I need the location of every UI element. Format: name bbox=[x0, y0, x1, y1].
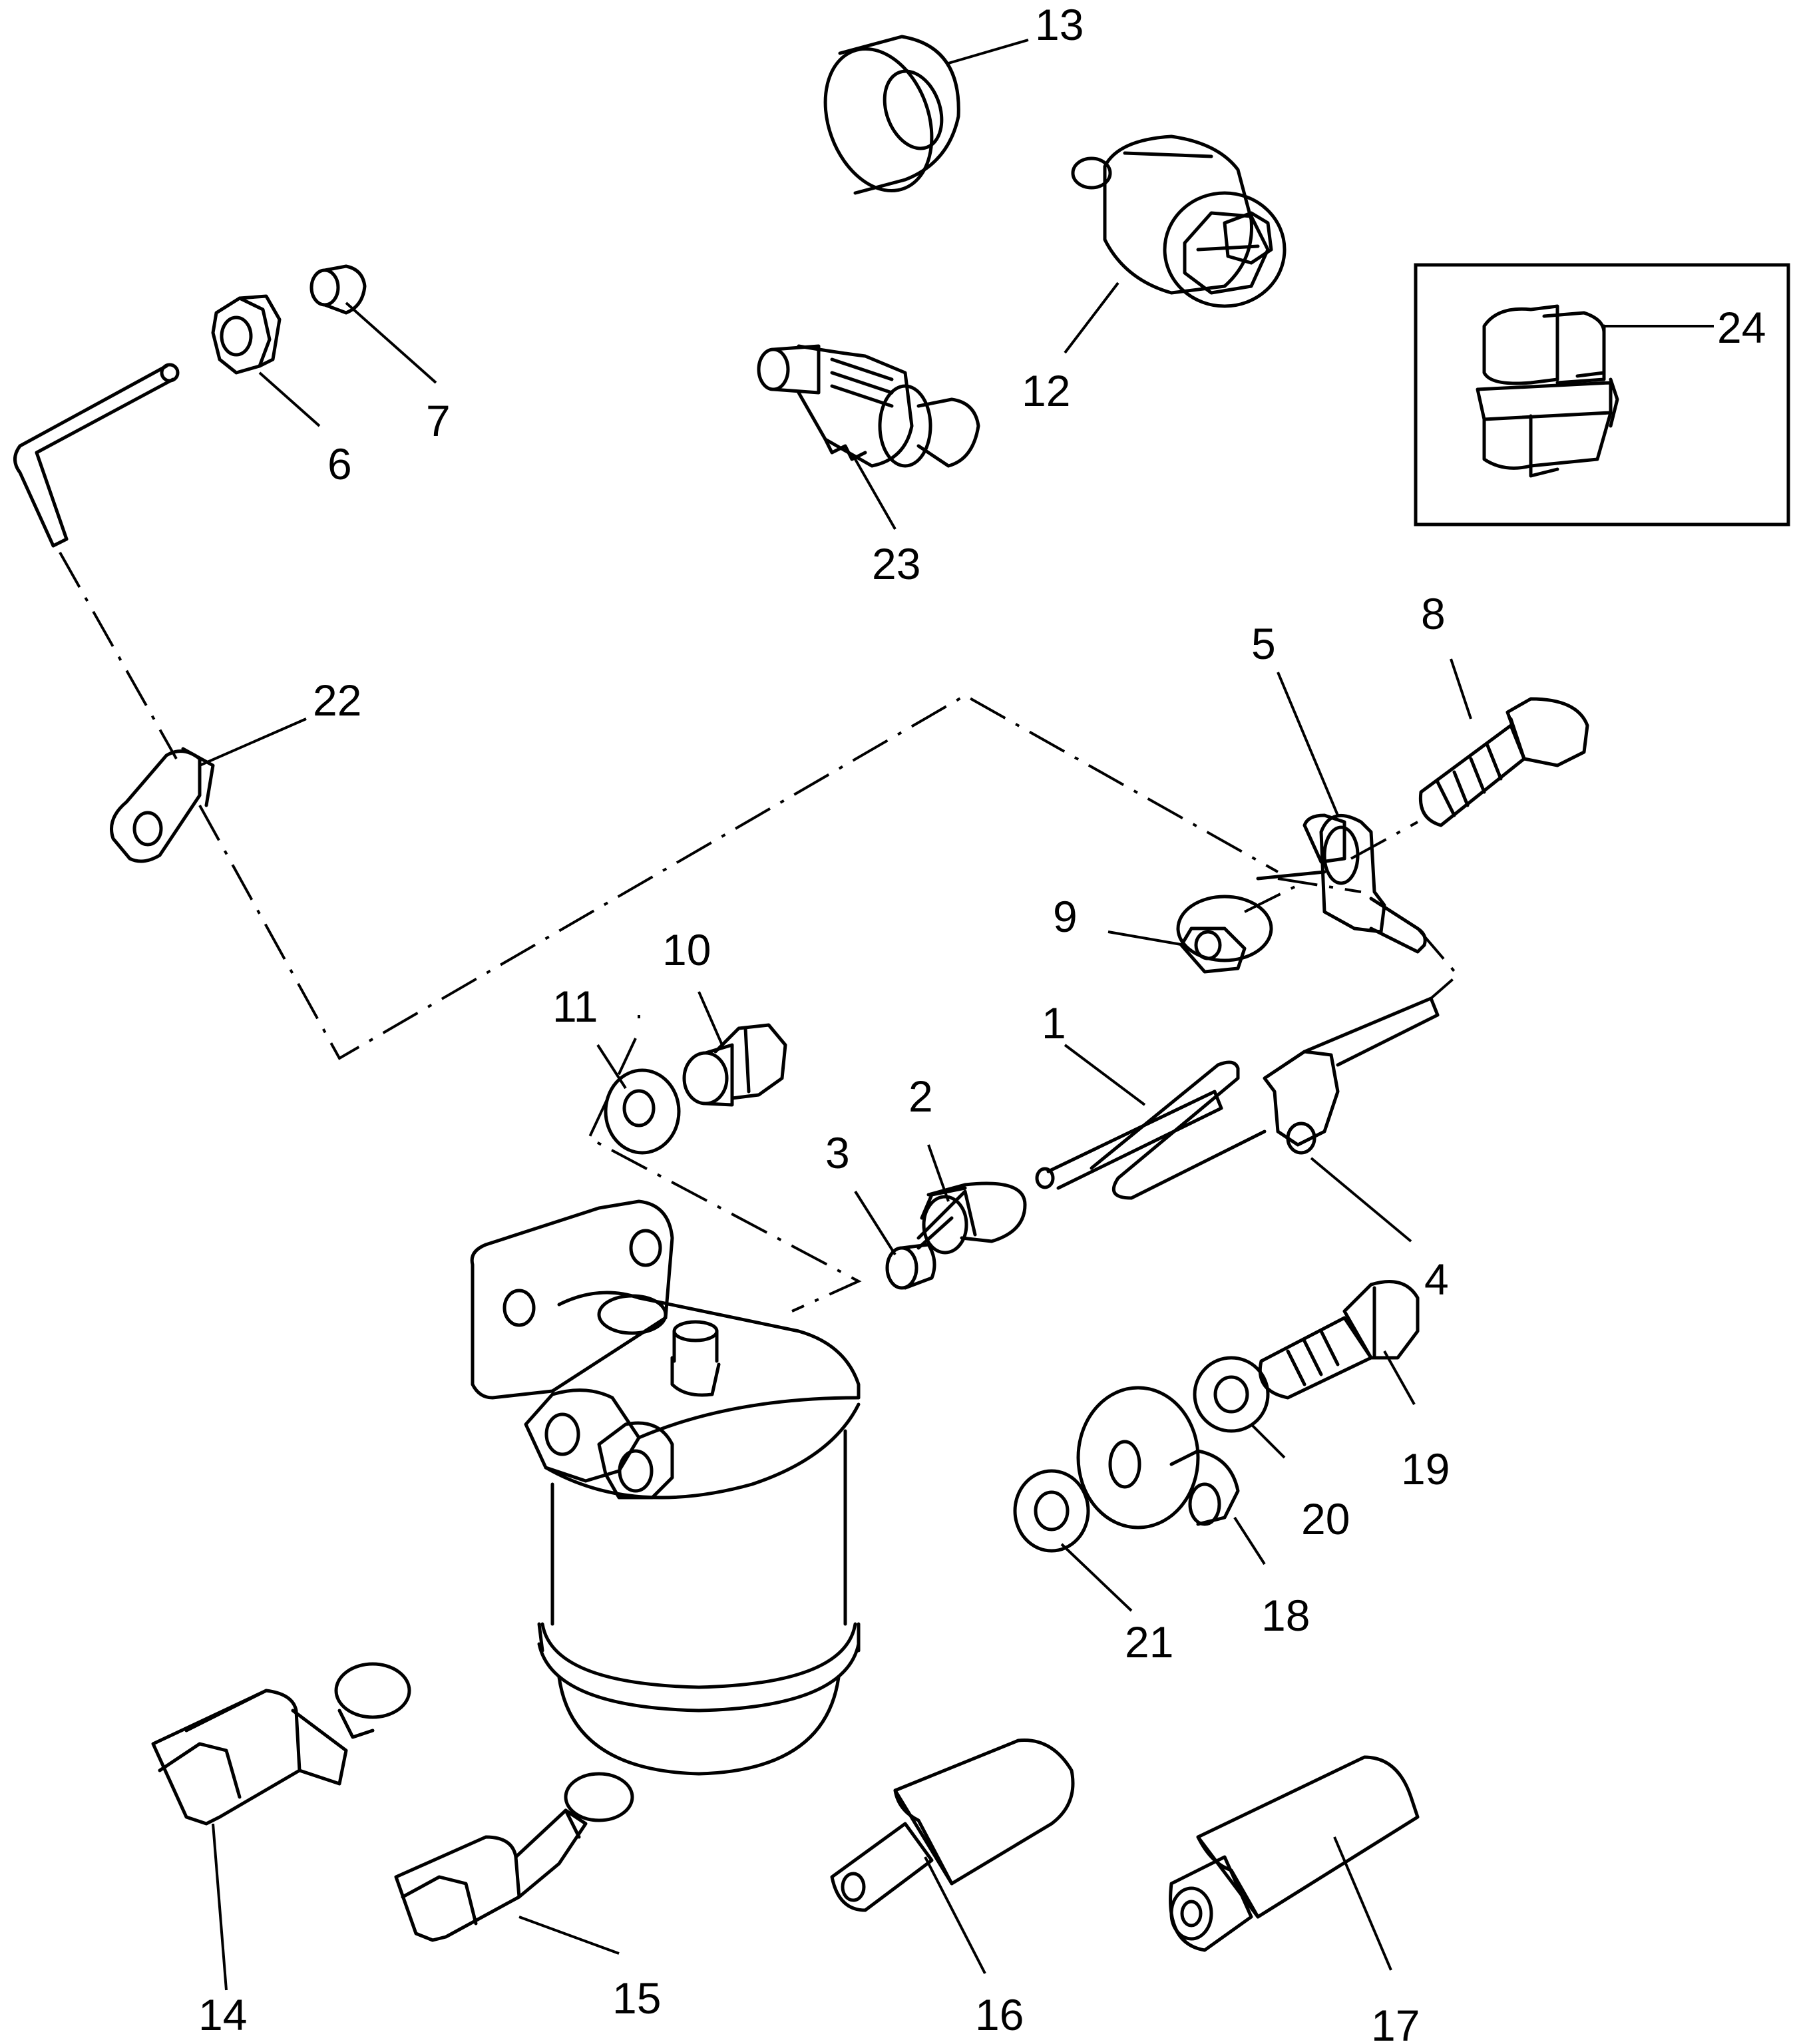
part-17-terminal bbox=[1169, 1755, 1420, 1952]
part-18-banjo bbox=[1076, 1386, 1240, 1530]
part-5-bracket bbox=[1256, 813, 1427, 954]
part-16-terminal bbox=[830, 1738, 1075, 1912]
part-14-connector bbox=[151, 1662, 411, 1826]
callout-14: 14 bbox=[198, 1990, 247, 2039]
part-13-bezel bbox=[823, 35, 960, 195]
leader-lines bbox=[199, 39, 1714, 1991]
callout-24: 24 bbox=[1717, 303, 1766, 352]
part-12-ignition-switch bbox=[1071, 134, 1287, 308]
part-4-lever bbox=[1263, 996, 1440, 1155]
part-1-shaft bbox=[1035, 1060, 1267, 1200]
part-23-lock-cylinder bbox=[757, 344, 980, 468]
part-11-washer bbox=[604, 1068, 681, 1155]
assembly-lines bbox=[59, 552, 1460, 1313]
callout-4: 4 bbox=[1424, 1255, 1449, 1304]
callout-12: 12 bbox=[1022, 366, 1070, 415]
callout-22: 22 bbox=[313, 676, 361, 725]
callout-15: 15 bbox=[612, 1973, 661, 2023]
callout-13: 13 bbox=[1035, 0, 1084, 49]
part-2-bolt bbox=[916, 1181, 1027, 1255]
fuel-filter-assembly bbox=[470, 1199, 861, 1776]
part-19-bolt bbox=[1258, 1280, 1420, 1400]
callout-21: 21 bbox=[1125, 1617, 1173, 1667]
part-6-nut bbox=[211, 294, 282, 375]
part-7-sleeve bbox=[309, 264, 367, 315]
callout-5: 5 bbox=[1251, 619, 1276, 668]
callout-9: 9 bbox=[1053, 892, 1078, 941]
callout-1: 1 bbox=[1042, 998, 1066, 1048]
part-21-washer bbox=[1013, 1469, 1090, 1553]
callout-3: 3 bbox=[825, 1128, 850, 1177]
part-15-connector bbox=[394, 1772, 634, 1942]
callout-labels: 13 12 7 6 23 24 22 8 5 9 10 11 1 2 3 4 1… bbox=[198, 0, 1766, 2044]
part-24-inset bbox=[1414, 263, 1790, 526]
callout-8: 8 bbox=[1421, 589, 1446, 638]
part-8-bolt bbox=[1418, 697, 1589, 827]
part-9-flange-nut bbox=[1176, 895, 1273, 974]
part-20-washer bbox=[1193, 1356, 1270, 1433]
callout-10: 10 bbox=[662, 925, 711, 974]
callout-2: 2 bbox=[908, 1072, 933, 1121]
part-10-plug bbox=[682, 1023, 787, 1107]
callout-7: 7 bbox=[426, 396, 451, 445]
callout-6: 6 bbox=[327, 439, 352, 489]
part-22-bracket bbox=[110, 747, 215, 863]
callout-23: 23 bbox=[872, 539, 920, 588]
callout-18: 18 bbox=[1261, 1591, 1310, 1640]
part-bent-rod bbox=[13, 363, 180, 548]
part-3-cap bbox=[885, 1243, 936, 1290]
callout-11: 11 bbox=[552, 982, 598, 1031]
callout-20: 20 bbox=[1301, 1494, 1350, 1543]
callout-19: 19 bbox=[1401, 1444, 1450, 1494]
callout-17: 17 bbox=[1371, 2001, 1420, 2044]
callout-16: 16 bbox=[975, 1990, 1024, 2039]
